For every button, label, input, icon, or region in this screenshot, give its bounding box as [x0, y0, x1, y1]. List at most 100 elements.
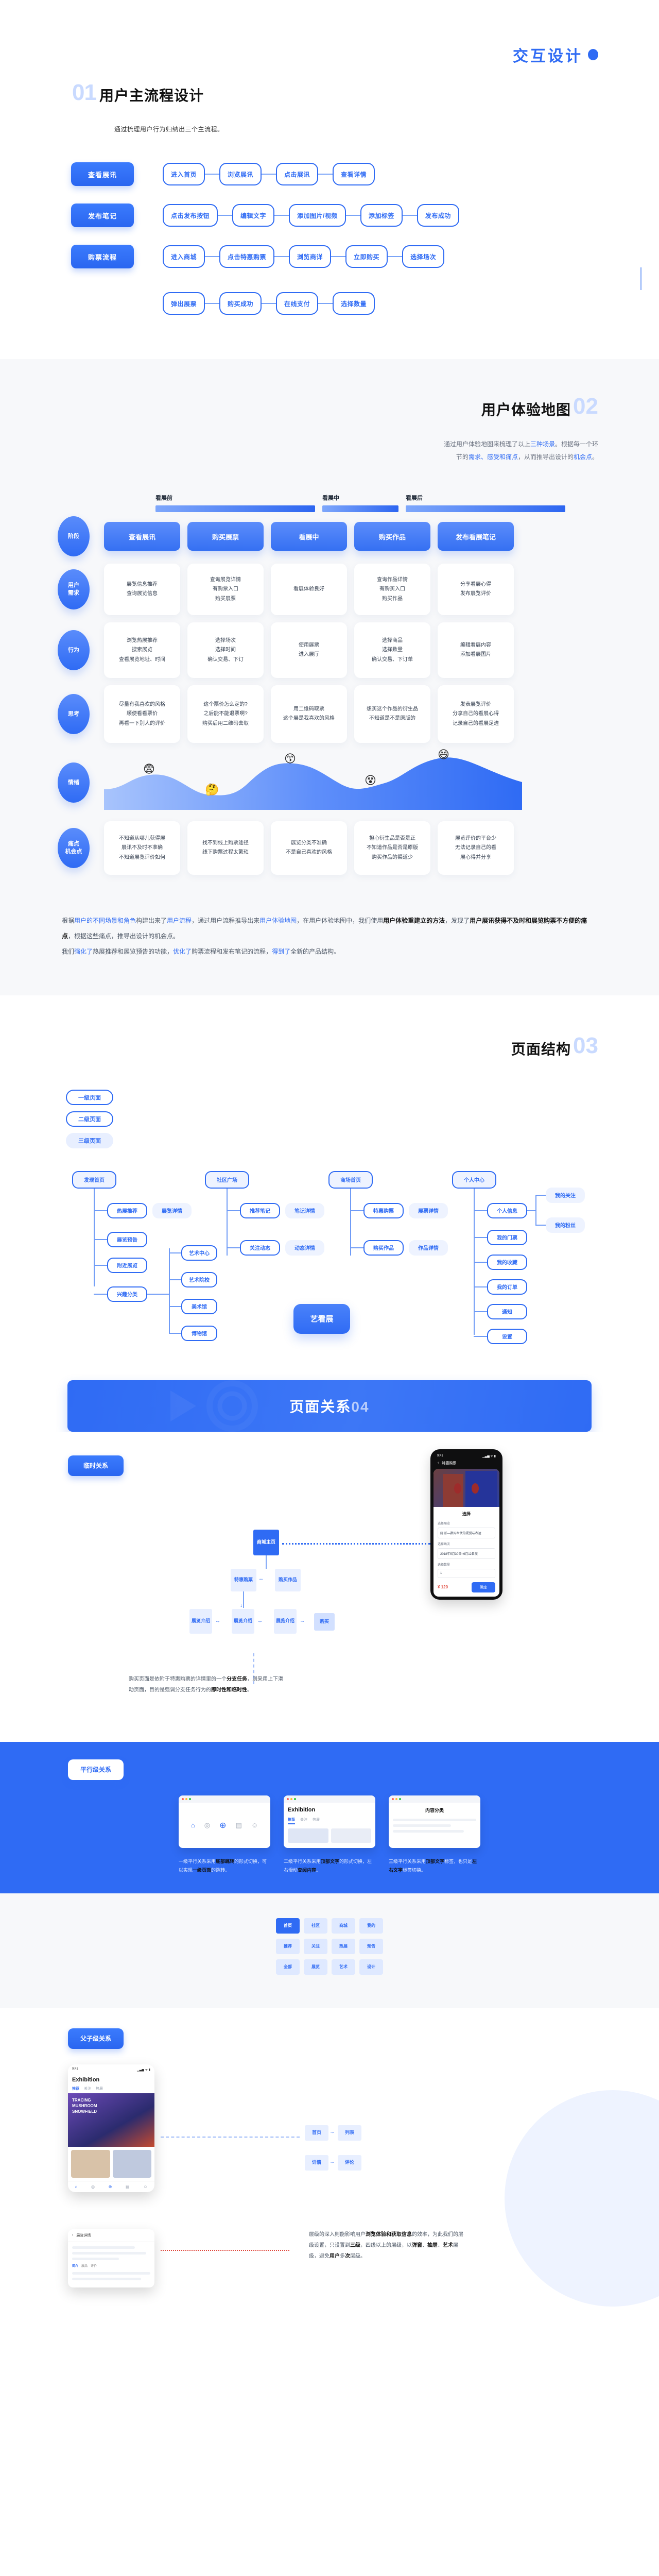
tab-item[interactable]: 关注: [84, 2087, 91, 2091]
sitemap-leaf[interactable]: 展票详情: [409, 1202, 448, 1218]
mini-grid-cell[interactable]: 社区: [304, 1918, 327, 1934]
profile-icon[interactable]: ☺: [251, 1821, 258, 1829]
mini-grid-cell[interactable]: 全部: [276, 1959, 300, 1975]
tab-hot[interactable]: 热展: [313, 1818, 320, 1822]
sitemap-node[interactable]: 艺术中心: [181, 1245, 217, 1261]
father-node[interactable]: 列表: [338, 2125, 361, 2141]
home-icon[interactable]: ⌂: [190, 1821, 195, 1829]
sheet-value-exhibition[interactable]: 隐 形—数码世代的视觉与表达: [438, 1527, 495, 1538]
father-relation-tag[interactable]: 父子级关系: [68, 2028, 124, 2049]
rel-node-root[interactable]: 商城主页: [253, 1529, 279, 1555]
sitemap-node[interactable]: 购买作品: [363, 1240, 404, 1256]
rel-node-artwork[interactable]: 购买作品: [275, 1568, 301, 1591]
father-node[interactable]: 详情: [305, 2155, 328, 2171]
stage-chip[interactable]: 购买展票: [187, 522, 264, 551]
flow-node[interactable]: 在线支付: [276, 292, 319, 315]
back-icon[interactable]: ‹: [72, 2233, 74, 2238]
sitemap-node[interactable]: 附近展览: [107, 1257, 147, 1273]
tab-recommend[interactable]: 推荐: [288, 1817, 295, 1824]
flow-node[interactable]: 浏览商详: [289, 245, 332, 268]
rel-node-intro-2[interactable]: 展览介绍: [232, 1608, 254, 1634]
flow-node[interactable]: 点击展讯: [276, 163, 319, 186]
father-node[interactable]: 评论: [338, 2155, 361, 2171]
rel-node-ticket[interactable]: 特惠购票: [231, 1568, 256, 1591]
thumb[interactable]: [71, 2149, 110, 2178]
home-hero-card[interactable]: TRACING MUSHROOM SNOWFIELD: [68, 2093, 154, 2147]
sitemap-node[interactable]: 特惠购票: [363, 1202, 404, 1218]
sitemap-node[interactable]: 我的门票: [487, 1229, 527, 1245]
sitemap-root-profile[interactable]: 个人中心: [452, 1171, 496, 1189]
sitemap-leaf[interactable]: 作品详情: [409, 1240, 448, 1256]
community-icon[interactable]: ◎: [91, 2184, 95, 2189]
flow-node[interactable]: 进入商城: [163, 245, 205, 268]
flow-node[interactable]: 浏览展讯: [219, 163, 262, 186]
sitemap-leaf[interactable]: 我的粉丝: [546, 1217, 585, 1233]
mini-grid-cell[interactable]: 热展: [332, 1938, 355, 1954]
sitemap-node[interactable]: 热展推荐: [107, 1202, 147, 1218]
sitemap-root-community[interactable]: 社区广场: [205, 1171, 249, 1189]
thumb[interactable]: [112, 2149, 151, 2178]
sitemap-node[interactable]: 美术馆: [181, 1298, 217, 1314]
tab-item[interactable]: 简介: [72, 2264, 79, 2268]
flow-node[interactable]: 选择场次: [402, 245, 445, 268]
father-node[interactable]: 首页: [305, 2125, 328, 2141]
cart-icon[interactable]: ▤: [126, 2184, 130, 2189]
flow-node[interactable]: 添加图片/视频: [289, 204, 346, 227]
tab-follow[interactable]: 关注: [300, 1818, 307, 1822]
stage-chip[interactable]: 看展中: [271, 522, 347, 551]
sitemap-leaf[interactable]: 我的关注: [546, 1187, 585, 1203]
sitemap-node[interactable]: 博物馆: [181, 1325, 217, 1341]
flow-label-2[interactable]: 发布笔记: [71, 204, 134, 228]
mini-grid-cell[interactable]: 展览: [304, 1959, 327, 1975]
sitemap-root-mall[interactable]: 商场首页: [328, 1171, 373, 1189]
sitemap-node[interactable]: 关注动态: [240, 1240, 280, 1256]
mini-grid-cell[interactable]: 预告: [359, 1938, 383, 1954]
flow-node[interactable]: 立即购买: [345, 245, 388, 268]
flow-node[interactable]: 编辑文字: [232, 204, 275, 227]
level-relation-tag[interactable]: 平行级关系: [68, 1759, 124, 1780]
sitemap-leaf[interactable]: 动态详情: [285, 1240, 324, 1256]
tab-item[interactable]: 热展: [96, 2087, 103, 2091]
stage-chip[interactable]: 查看展讯: [104, 522, 180, 551]
sitemap-node[interactable]: 个人信息: [487, 1202, 527, 1218]
stage-chip[interactable]: 购买作品: [354, 522, 430, 551]
add-icon[interactable]: ⊕: [219, 1821, 227, 1830]
flow-node[interactable]: 发布成功: [417, 204, 459, 227]
rel-node-buy[interactable]: 购买: [314, 1613, 335, 1631]
add-icon[interactable]: ⊕: [108, 2184, 112, 2189]
sheet-value-session[interactable]: 2018年5月30日~6月12日展: [438, 1548, 495, 1559]
tab-item[interactable]: 推荐: [72, 2087, 79, 2091]
sheet-value-count[interactable]: 1: [438, 1568, 495, 1578]
sitemap-leaf[interactable]: 展览详情: [152, 1202, 192, 1218]
stage-chip[interactable]: 发布看展笔记: [438, 522, 514, 551]
mini-grid-cell[interactable]: 设计: [359, 1959, 383, 1975]
community-icon[interactable]: ◎: [204, 1821, 211, 1829]
mini-grid-cell[interactable]: 艺术: [332, 1959, 355, 1975]
flow-node[interactable]: 点击发布按钮: [163, 204, 218, 227]
cart-icon[interactable]: ▤: [235, 1821, 242, 1829]
sitemap-node[interactable]: 展览预告: [107, 1231, 147, 1247]
mini-grid-cell[interactable]: 关注: [304, 1938, 327, 1954]
sitemap-node[interactable]: 设置: [487, 1328, 527, 1344]
home-icon[interactable]: ⌂: [75, 2184, 78, 2189]
sitemap-node[interactable]: 我的订单: [487, 1279, 527, 1295]
flow-node[interactable]: 点击特惠购票: [219, 245, 275, 268]
tab-item[interactable]: 评价: [91, 2264, 97, 2268]
flow-node[interactable]: 查看详情: [333, 163, 375, 186]
rel-node-intro-3[interactable]: 展览介绍: [274, 1608, 297, 1634]
sitemap-root-discover[interactable]: 发现首页: [72, 1171, 116, 1189]
flow-node[interactable]: 购买成功: [219, 292, 262, 315]
mini-grid-cell[interactable]: 商城: [332, 1918, 355, 1934]
sitemap-node[interactable]: 推荐笔记: [240, 1202, 280, 1218]
flow-node[interactable]: 添加标签: [360, 204, 403, 227]
mini-grid-cell[interactable]: 首页: [276, 1918, 300, 1934]
tab-item[interactable]: 展品: [81, 2264, 88, 2268]
sitemap-node[interactable]: 兴趣分类: [107, 1286, 147, 1302]
temp-relation-tag[interactable]: 临时关系: [68, 1455, 124, 1476]
rel-node-intro-1[interactable]: 展览介绍: [189, 1608, 212, 1634]
mini-grid-cell[interactable]: 推荐: [276, 1938, 300, 1954]
sheet-confirm-button[interactable]: 确定: [472, 1582, 495, 1592]
flow-node[interactable]: 进入首页: [163, 163, 205, 186]
sitemap-leaf[interactable]: 笔记详情: [285, 1202, 324, 1218]
flow-node[interactable]: 弹出展票: [163, 292, 205, 315]
